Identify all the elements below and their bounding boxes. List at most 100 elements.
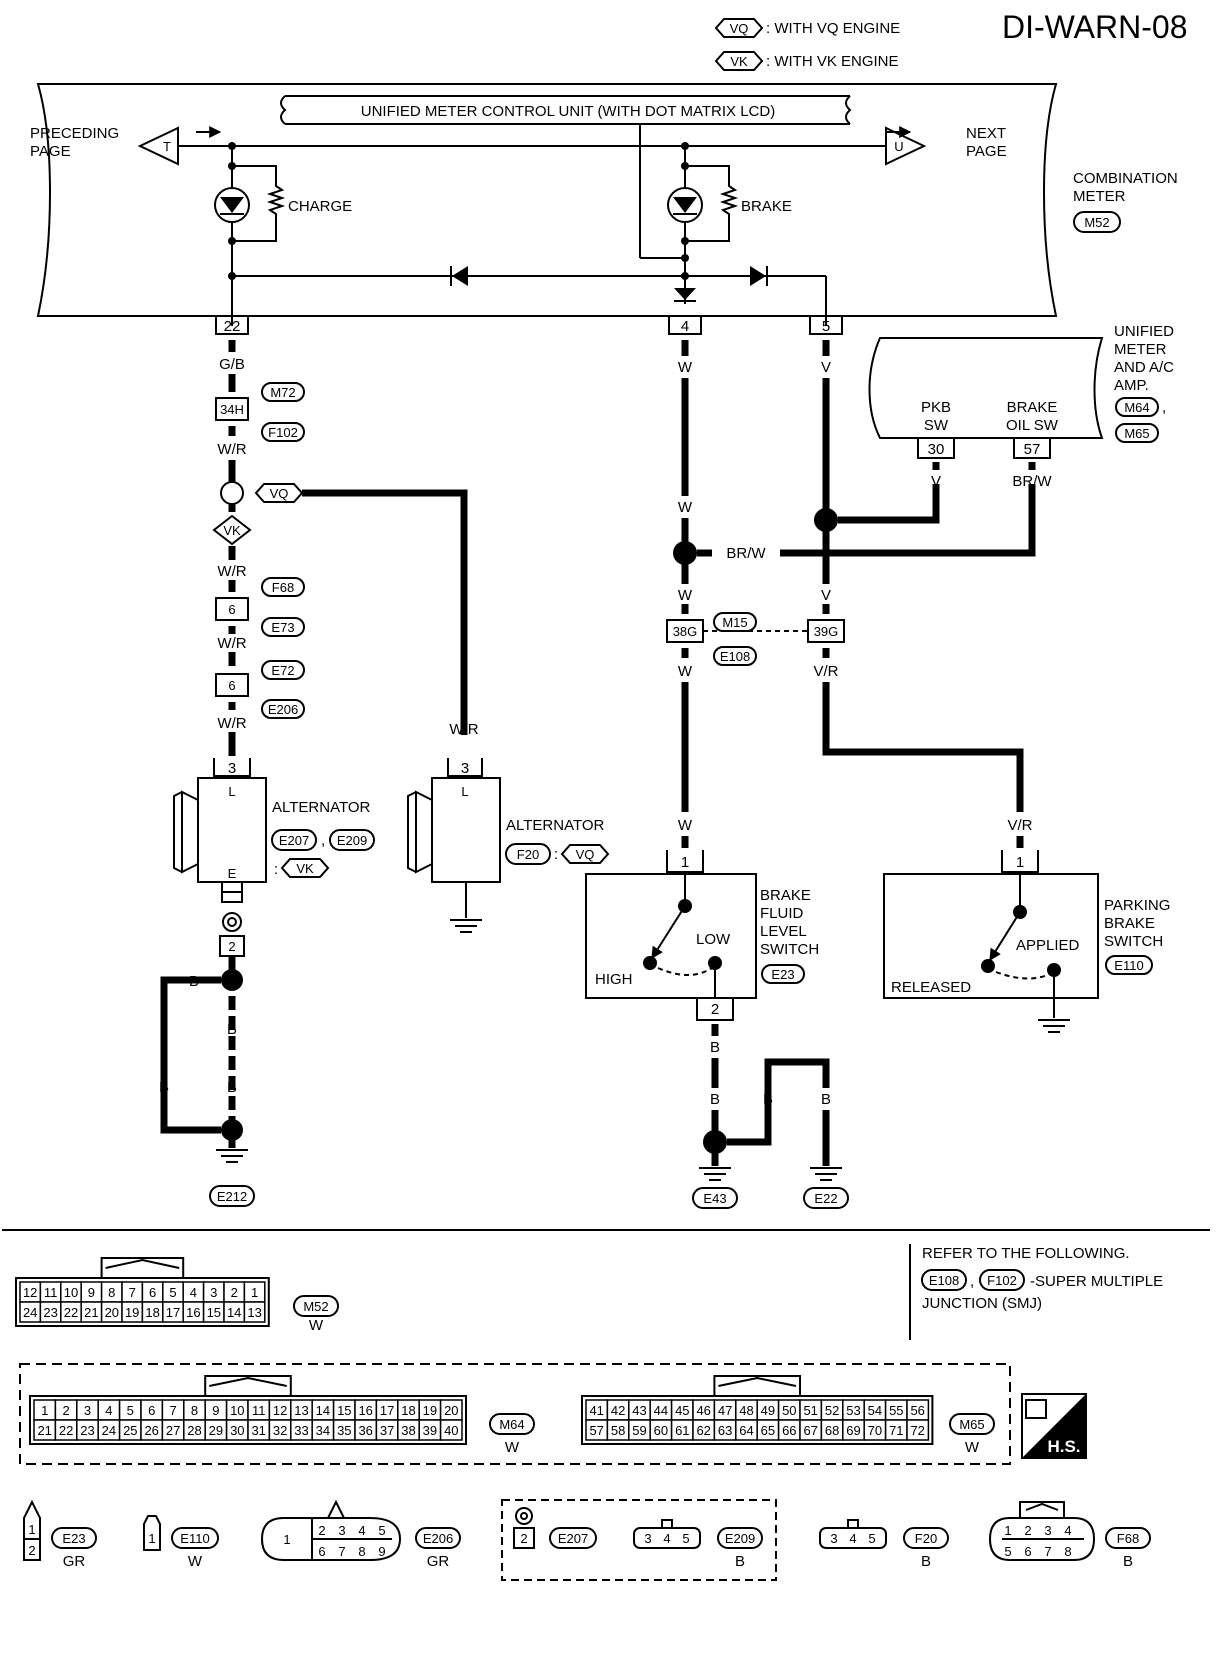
svg-text:V/R: V/R	[813, 663, 838, 680]
conn_m64-pin: 15	[337, 1403, 351, 1418]
svg-text:1: 1	[1016, 854, 1024, 871]
legend-vq-text: : WITH VQ ENGINE	[766, 20, 900, 37]
conn_m52-pin: 7	[129, 1285, 136, 1300]
svg-text:V/R: V/R	[1007, 817, 1032, 834]
svg-text:E212: E212	[217, 1189, 247, 1204]
svg-text:VQ: VQ	[576, 847, 595, 862]
svg-text:W: W	[678, 663, 693, 680]
svg-text:UNIFIED: UNIFIED	[1114, 323, 1174, 340]
svg-text:W: W	[678, 587, 693, 604]
conn_m64-pin: 24	[102, 1423, 116, 1438]
hs-badge: H.S.	[1021, 1393, 1087, 1459]
svg-text:B: B	[763, 1091, 773, 1108]
conn_m65-pin: 42	[611, 1403, 625, 1418]
conn_m52-pin: 3	[210, 1285, 217, 1300]
svg-text:4: 4	[849, 1531, 856, 1546]
conn_m52-pin: 15	[207, 1305, 221, 1320]
conn_m64-pin: 35	[337, 1423, 351, 1438]
svg-text:5: 5	[868, 1531, 875, 1546]
conn_m64-pin: 14	[316, 1403, 330, 1418]
conn_m65-pin: 58	[611, 1423, 625, 1438]
svg-text:B: B	[821, 1091, 831, 1108]
svg-text:V: V	[821, 359, 831, 376]
svg-text:E108: E108	[929, 1273, 959, 1288]
small-conn-e23: 1 2 E23 GR	[23, 1499, 97, 1570]
conn_m64-pin: 22	[59, 1423, 73, 1438]
svg-text:B: B	[710, 1039, 720, 1056]
svg-text:,: ,	[321, 832, 325, 849]
svg-text:2: 2	[318, 1523, 325, 1538]
connector-id-m72: M72	[270, 385, 295, 400]
svg-text:B: B	[710, 1091, 720, 1108]
pulley-icon	[173, 790, 199, 874]
conn_m64-cell	[439, 1419, 463, 1441]
ground-icon	[810, 1167, 842, 1181]
svg-text:7: 7	[338, 1544, 345, 1559]
svg-text:APPLIED: APPLIED	[1016, 937, 1080, 954]
alternator-vq-name: ALTERNATOR	[506, 817, 605, 834]
connector-6-f68	[215, 597, 249, 621]
charge-resistor-icon	[232, 165, 286, 242]
svg-text:3: 3	[644, 1531, 651, 1546]
conn_m65-pin: 72	[910, 1423, 924, 1438]
brake-fluid-level-switch: 1 HIGH LOW 2 BRAKE FLUID LEVEL SWITCH E2…	[585, 850, 819, 1021]
svg-text:V: V	[821, 587, 831, 604]
svg-text:,: ,	[970, 1273, 974, 1290]
conn_m52-pin: 5	[169, 1285, 176, 1300]
conn_m64-pin: 6	[148, 1403, 155, 1418]
svg-text:BRAKE: BRAKE	[1007, 399, 1058, 416]
conn_m65-pin: 51	[803, 1403, 817, 1418]
ground-e43: E43	[692, 1167, 738, 1209]
svg-text:F102: F102	[987, 1273, 1017, 1288]
svg-text:4: 4	[358, 1523, 365, 1538]
svg-text:3: 3	[338, 1523, 345, 1538]
svg-text:LOW: LOW	[696, 931, 731, 948]
charge-label: CHARGE	[288, 198, 352, 215]
wire-gb: G/B	[219, 356, 245, 373]
m52-label: M52 W	[293, 1295, 339, 1334]
svg-text:E207: E207	[558, 1531, 588, 1546]
svg-text:6: 6	[318, 1544, 325, 1559]
car-icon	[1025, 1399, 1047, 1419]
connector-6-e72	[215, 673, 249, 697]
svg-text:M64: M64	[1124, 400, 1149, 415]
conn_m52-outline	[15, 1277, 270, 1327]
conn_m52-pin: 14	[227, 1305, 241, 1320]
brake-diode-icon	[674, 288, 696, 300]
svg-text:22: 22	[224, 318, 241, 335]
pulley-icon-2	[407, 790, 433, 874]
brake-label: BRAKE	[741, 198, 792, 215]
ring-terminal-icon	[222, 912, 242, 932]
charge-circuit: G/B 34H M72 F102 W/R VQ VK W/R 6 F68 E73…	[159, 340, 610, 1207]
conn_m65-pin: 61	[675, 1423, 689, 1438]
small-conn-e209: 3 4 5 E209 B	[633, 1519, 763, 1570]
legend-vk: VK : WITH VK ENGINE	[714, 51, 899, 71]
svg-text:RELEASED: RELEASED	[891, 979, 971, 996]
svg-text:M65: M65	[959, 1417, 984, 1432]
conn_m52-pin: 1	[251, 1285, 258, 1300]
conn_m52-latch	[100, 1257, 185, 1278]
conn_m65-pin: 54	[868, 1403, 882, 1418]
svg-text:39G: 39G	[814, 624, 839, 639]
svg-text:W: W	[678, 499, 693, 516]
conn_m52-cell	[243, 1301, 266, 1323]
conn_m64-pin: 9	[212, 1403, 219, 1418]
conn_m65-pin: 46	[696, 1403, 710, 1418]
svg-text:4: 4	[681, 318, 689, 335]
conn_m64-pin: 31	[251, 1423, 265, 1438]
next-line2: PAGE	[966, 143, 1007, 160]
svg-text:W: W	[678, 359, 693, 376]
svg-text:M52: M52	[303, 1299, 328, 1314]
svg-text:AND A/C: AND A/C	[1114, 359, 1174, 376]
conn_m52-pin: 19	[125, 1305, 139, 1320]
conn_m65-pin: 59	[632, 1423, 646, 1438]
connector-id-f102: F102	[268, 425, 298, 440]
svg-text:,: ,	[1162, 399, 1166, 416]
svg-text:E110: E110	[1114, 958, 1143, 973]
conn_m65-pin: 71	[889, 1423, 903, 1438]
vq-vk-junction	[220, 481, 244, 505]
conn_m64-pin: 1	[41, 1403, 48, 1418]
svg-text:57: 57	[1024, 441, 1041, 458]
conn_m65-pin: 63	[718, 1423, 732, 1438]
